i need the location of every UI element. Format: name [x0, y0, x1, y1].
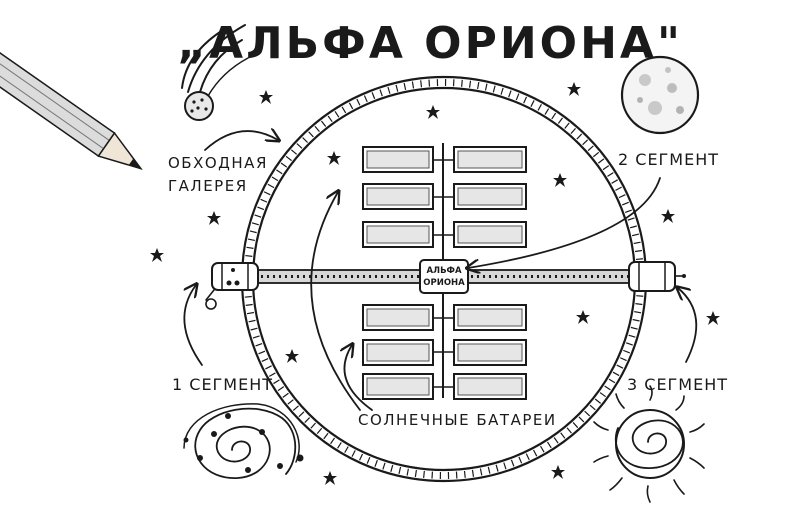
arrow-segment-1 [184, 285, 203, 366]
segment-1-module [205, 262, 259, 310]
arrow-segment-2 [468, 177, 661, 268]
hub-label-line1: АЛЬФА [426, 266, 462, 276]
spiral-galaxy-icon [183, 403, 304, 479]
hub-label-line2: ОРИОНА [423, 278, 465, 288]
comet-icon [181, 24, 249, 121]
solar-panels-label: СОЛНЕЧНЫЕ БАТАРЕИ [358, 411, 557, 429]
pencil-icon [0, 46, 143, 171]
star-icon [567, 82, 581, 96]
star-icon [661, 209, 675, 223]
segment-3-module [628, 261, 686, 292]
central-hub-module: АЛЬФА ОРИОНА [419, 259, 469, 294]
star-icon [426, 105, 440, 119]
star-icon [551, 465, 565, 479]
sun-icon [593, 385, 705, 503]
annotation-arrows [184, 131, 698, 411]
moon-icon [620, 55, 700, 135]
star-icon [207, 211, 221, 225]
star-icon [553, 173, 567, 187]
arrow-segment-3 [678, 288, 698, 363]
arrow-solar-upper [310, 192, 361, 411]
arrow-solar-lower [344, 345, 373, 411]
star-icon [706, 311, 720, 325]
arrow-bypass-gallery [204, 131, 278, 151]
bypass-gallery-label-line2: ГАЛЕРЕЯ [168, 177, 248, 195]
star-icon [259, 90, 273, 104]
bypass-gallery-label-line1: ОБХОДНАЯ [168, 154, 268, 172]
segment-3-label: 3 СЕГМЕНТ [627, 375, 728, 394]
star-icon [576, 310, 590, 324]
solar-panels-lower [362, 304, 527, 400]
diagram-title: „АЛЬФА ОРИОНА" [177, 18, 683, 69]
star-icon [327, 151, 341, 165]
star-icon [323, 471, 337, 485]
solar-panels-upper [362, 146, 527, 248]
star-icon [150, 248, 164, 262]
star-icon [285, 349, 299, 363]
segment-1-label: 1 СЕГМЕНТ [172, 375, 273, 394]
star-field [150, 82, 720, 485]
segment-2-label: 2 СЕГМЕНТ [618, 150, 719, 169]
